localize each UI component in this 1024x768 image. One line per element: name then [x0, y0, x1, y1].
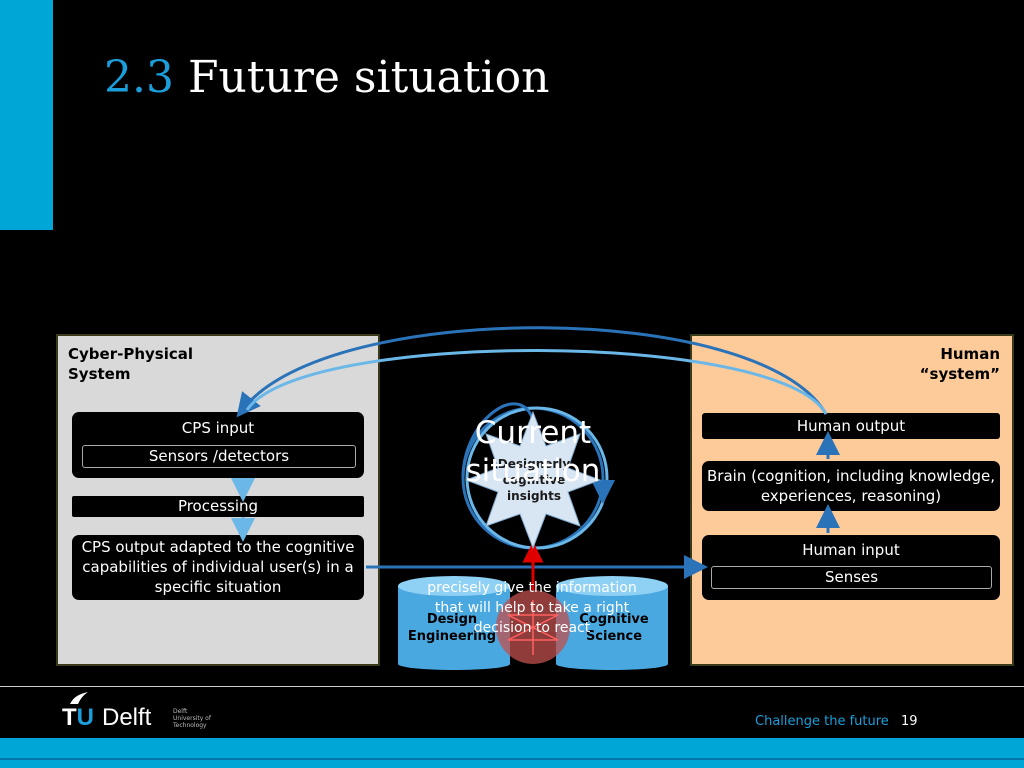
human-output-box: Human output	[702, 413, 1000, 439]
logo-tu: TU	[62, 704, 95, 731]
page-number: 19	[901, 714, 918, 729]
human-input-label: Human input	[802, 541, 900, 559]
panel-title-line2: System	[68, 365, 131, 383]
section-number: 2.3	[104, 52, 174, 103]
senses-box: Senses	[711, 566, 992, 589]
panel-title-line1: Human	[940, 345, 1000, 363]
tudelft-logo: TU Delft Delft University of Technology	[62, 690, 222, 734]
overlay-caption: precisely give the information that will…	[427, 580, 637, 636]
cognitive-science-cylinder	[556, 576, 668, 670]
cps-input-label: CPS input	[181, 419, 255, 437]
logo-subtitle: Delft University of Technology	[173, 708, 211, 729]
accent-bar	[0, 0, 53, 230]
feedback-arc-dark	[236, 326, 828, 418]
cognitive-science-label: Cognitive Science	[579, 612, 649, 644]
panel-title-cps: Cyber-Physical System	[68, 344, 193, 384]
footer-bar-line	[0, 758, 1024, 760]
title-text: Future situation	[187, 52, 550, 103]
footer-bar	[0, 738, 1024, 768]
slide-title: 2.3 Future situation	[104, 52, 549, 103]
brain-box: Brain (cognition, including knowledge, e…	[702, 461, 1000, 511]
panel-title-human: Human “system”	[920, 344, 1000, 384]
footer-divider	[0, 686, 1024, 687]
current-situation-label: Current situation	[465, 415, 601, 489]
insight-star-icon	[464, 410, 602, 550]
footer-slogan: Challenge the future	[755, 714, 889, 729]
design-engineering-label: Design Engineering	[407, 612, 497, 644]
panel-title-line1: Cyber-Physical	[68, 345, 193, 363]
star-label: Designerly cognitive insights	[497, 457, 571, 503]
star-loop-arc	[461, 402, 535, 479]
logo-delft: Delft	[102, 704, 152, 731]
cps-output-box: CPS output adapted to the cognitive capa…	[72, 535, 364, 600]
logo-small-2: University of	[173, 715, 211, 722]
panel-title-line2: “system”	[919, 365, 1000, 383]
logo-small-3: Technology	[173, 722, 207, 729]
design-engineering-cylinder	[398, 576, 510, 670]
flame-icon	[70, 692, 88, 704]
feedback-arc-light	[245, 349, 828, 415]
overlap-network	[507, 600, 559, 655]
sensors-box: Sensors /detectors	[82, 445, 356, 468]
logo-small-1: Delft	[173, 708, 188, 715]
